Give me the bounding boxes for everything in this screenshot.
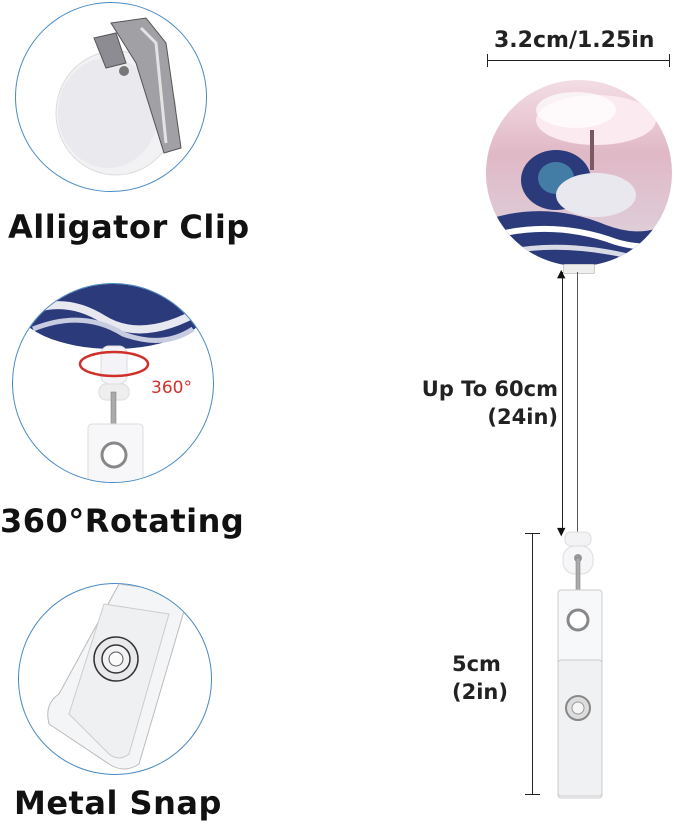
rotating-swivel-icon bbox=[15, 284, 211, 482]
strap-tick-top bbox=[525, 533, 540, 534]
rotating-circle: 360° bbox=[12, 283, 214, 483]
cord-length-line1: Up To 60cm bbox=[421, 377, 558, 401]
feature-label-360-rotating: 360°Rotating bbox=[0, 502, 245, 540]
rotation-badge: 360° bbox=[151, 378, 192, 398]
feature-label-alligator-clip: Alligator Clip bbox=[8, 208, 250, 246]
alligator-clip-icon bbox=[55, 17, 182, 176]
cord-arrow-up-icon: ▲ bbox=[557, 267, 566, 280]
cord-length-label: Up To 60cm (24in) bbox=[380, 375, 558, 431]
feature-label-metal-snap: Metal Snap bbox=[14, 784, 222, 822]
cord-arrow-down-icon: ▼ bbox=[557, 525, 566, 538]
strap-length-line bbox=[532, 533, 533, 795]
strap-length-label: 5cm (2in) bbox=[452, 650, 522, 706]
alligator-clip-circle bbox=[15, 2, 207, 192]
diameter-tick-left bbox=[487, 54, 488, 67]
strap-tick-bottom bbox=[525, 794, 540, 795]
metal-snap-circle bbox=[18, 583, 212, 775]
diameter-tick-right bbox=[669, 54, 670, 67]
swivel-strap-icon bbox=[557, 531, 603, 799]
strap-length-line1: 5cm bbox=[452, 652, 501, 676]
diameter-line bbox=[487, 60, 670, 61]
cord-length-line bbox=[562, 272, 563, 532]
badge-artwork-image bbox=[486, 92, 672, 266]
cord-length-line2: (24in) bbox=[487, 405, 558, 429]
badge-reel-face bbox=[486, 80, 672, 266]
metal-snap-icon bbox=[47, 584, 190, 770]
strap-length-line2: (2in) bbox=[452, 680, 508, 704]
reel-housing-base bbox=[563, 264, 595, 274]
diameter-label: 3.2cm/1.25in bbox=[494, 28, 655, 53]
retractable-cord bbox=[577, 272, 578, 532]
